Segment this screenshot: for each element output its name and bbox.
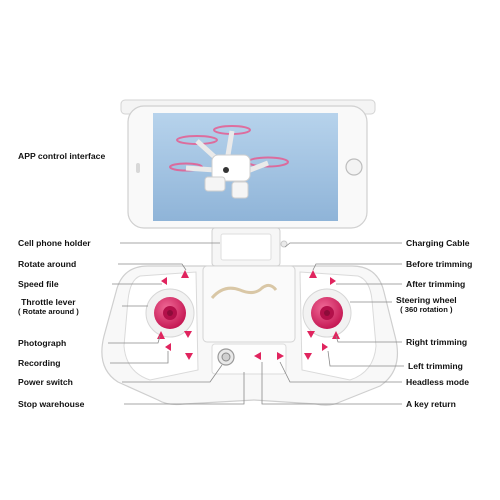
arrow-down-icon (307, 331, 315, 338)
leader-lines-right (261, 242, 404, 405)
label-throttle-lever-main: Throttle lever (21, 297, 76, 307)
label-cell-phone-holder: Cell phone holder (18, 238, 91, 248)
label-steering-wheel-main: Steering wheel (396, 295, 457, 305)
label-left-trimming: Left trimming (408, 361, 463, 371)
drone-icon (169, 125, 289, 199)
arrow-down-icon (185, 353, 193, 360)
label-stop-warehouse: Stop warehouse (18, 399, 85, 409)
label-rotate-around: Rotate around (18, 259, 77, 269)
center-window (202, 265, 296, 343)
arrow-up-icon (181, 270, 189, 278)
home-button-icon (345, 158, 363, 176)
label-recording: Recording (18, 358, 61, 368)
arrow-right-icon (322, 343, 328, 351)
arrow-left-icon (161, 277, 167, 285)
label-throttle-lever: Throttle lever ( Rotate around ) (18, 297, 79, 317)
label-steering-wheel: Steering wheel ( 360 rotation ) (396, 295, 457, 315)
arrow-left-icon (254, 352, 261, 360)
label-steering-wheel-sub: ( 360 rotation ) (400, 305, 453, 314)
arrow-up-icon (157, 331, 165, 339)
label-charging-cable: Charging Cable (406, 238, 470, 248)
arrow-right-icon (277, 352, 284, 360)
arrow-right-icon (330, 277, 336, 285)
arrow-up-icon (332, 331, 340, 339)
label-photograph: Photograph (18, 338, 67, 348)
earpiece (136, 163, 140, 173)
arrow-down-icon (184, 331, 192, 338)
label-right-trimming: Right trimming (406, 337, 468, 347)
label-a-key-return: A key return (406, 399, 456, 409)
arrow-left-icon (165, 343, 171, 351)
arrow-up-icon (309, 270, 317, 278)
label-throttle-lever-sub: ( Rotate around ) (18, 307, 79, 316)
arrow-down-icon (304, 353, 312, 360)
leader-lines-left (108, 242, 245, 405)
label-speed-file: Speed file (18, 279, 59, 289)
label-before-trimming: Before trimming (406, 259, 473, 269)
label-power-switch: Power switch (18, 377, 73, 387)
label-after-trimming: After trimming (406, 279, 466, 289)
label-app-control-interface: APP control interface (18, 151, 106, 161)
label-headless-mode: Headless mode (406, 377, 470, 387)
